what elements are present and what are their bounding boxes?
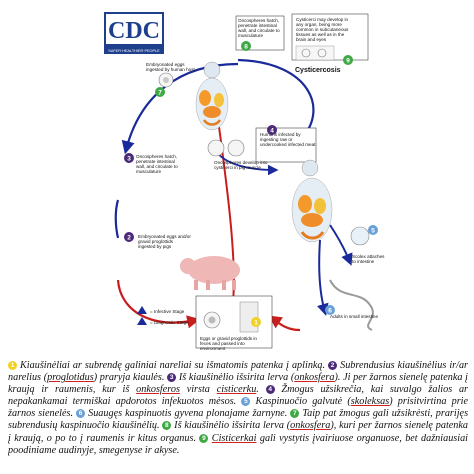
svg-text:5: 5 (371, 228, 375, 235)
step-badge-3: 3 (167, 373, 177, 383)
step-number-8: 8 (241, 41, 251, 51)
diagnostic-stage-icon (137, 317, 147, 325)
arrow-adults-to-feces (268, 315, 301, 332)
step-number-3: 3 (124, 153, 134, 163)
step-badge-9: 9 (199, 433, 209, 443)
human-figure-right (291, 159, 333, 243)
cdc-logo-tagline: SAFER·HEALTHIER·PEOPLE (108, 49, 160, 53)
legend-infective: = Infective Stage (150, 309, 185, 314)
step-number-7: 7 (155, 87, 165, 97)
svg-text:Adults in small intestine: Adults in small intestine (330, 314, 378, 319)
caption-step-4: Žmogus užsikrečia, kai suvalgo žalios ar… (8, 384, 468, 408)
svg-text:6: 6 (328, 308, 332, 315)
arrow-human-to-adults (316, 239, 329, 316)
svg-text:2: 2 (127, 235, 131, 242)
step-badge-6: 6 (76, 409, 86, 419)
legend-diagnostic: = Diagnostic Stage (150, 320, 189, 325)
arrow-cycle-bottom (116, 279, 201, 329)
step-number-1: 1 (251, 317, 261, 327)
step-number-2: 2 (124, 232, 134, 242)
legend: = Infective Stage = Diagnostic Stage (137, 306, 189, 325)
svg-text:8: 8 (244, 44, 248, 51)
step-badge-1: 1 (8, 361, 17, 370)
svg-text:3: 3 (127, 156, 131, 163)
proglotidus-term: proglotidus (47, 372, 94, 384)
svg-text:4: 4 (270, 128, 274, 135)
step-number-4: 4 (267, 125, 277, 135)
step-badge-2: 2 (328, 361, 338, 370)
step-badge-7: 7 (290, 409, 300, 419)
cdc-logo: CDC SAFER·HEALTHIER·PEOPLE (104, 12, 164, 54)
cdc-logo-text: CDC (108, 18, 160, 44)
step-number-6: 6 (325, 305, 335, 315)
pig-illustration (180, 256, 240, 290)
cysticercosis-label: Cysticercosis (295, 67, 341, 74)
step-badge-5: 5 (241, 397, 251, 407)
arrow-cycle-left-mid (114, 199, 120, 239)
human-figure-top (195, 61, 229, 131)
svg-text:Oncospheres hatch,penetrate in: Oncospheres hatch,penetrate intestinalwa… (136, 154, 178, 174)
lifecycle-diagram: CDC SAFER·HEALTHIER·PEOPLE Oncospheres h… (104, 12, 385, 351)
arrow-human-to-scolex (329, 224, 353, 266)
infective-stage-icon (137, 306, 147, 314)
caption-step-7: Taip pat žmogus gali užsikrėsti, prariję… (8, 408, 468, 432)
svg-text:1: 1 (254, 320, 258, 327)
caption-text: 1 Kiaušinėliai ar subrendę galiniai nare… (8, 360, 468, 456)
step-number-5: 5 (368, 225, 378, 235)
svg-text:9: 9 (346, 58, 350, 65)
caption-step-1: Kiaušinėliai ar subrendę galiniai nareli… (20, 360, 326, 371)
box-adults: Adults in small intestine (329, 279, 378, 331)
step-number-9: 9 (343, 55, 353, 65)
step-badge-4: 4 (265, 385, 275, 395)
step-badge-8: 8 (162, 421, 172, 431)
svg-text:7: 7 (158, 90, 162, 97)
caption-step-6: Suaugęs kaspinuotis gyvena plonajame žar… (88, 408, 288, 420)
